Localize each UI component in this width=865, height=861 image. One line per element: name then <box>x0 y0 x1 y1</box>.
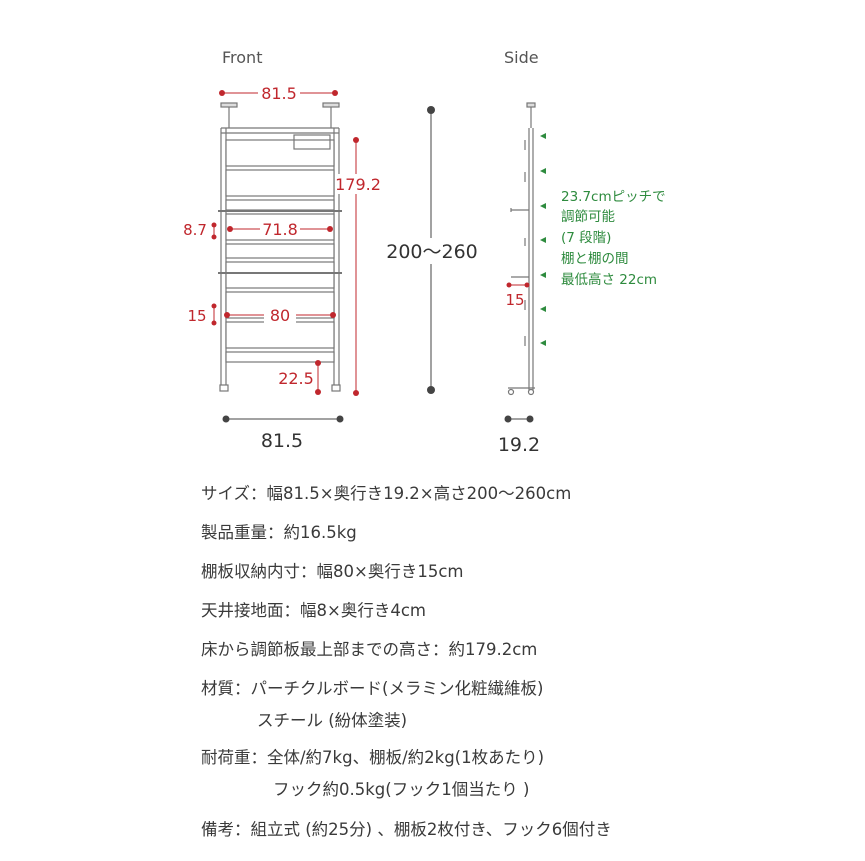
spec-weight: 製品重量：約16.5kg <box>201 523 357 542</box>
side-depth-label: 15 <box>505 291 524 309</box>
pitch-marker <box>540 237 546 243</box>
pitch-note-line: 23.7cmピッチで <box>561 189 666 205</box>
side-frame <box>507 102 536 396</box>
front-top-width-label: 81.5 <box>261 84 297 103</box>
pitch-note-line: (7 段階) <box>561 230 611 246</box>
front-top-width-dimension: 81.5 <box>219 83 338 103</box>
spec-load-cont: フック約0.5kg(フック1個当たり ) <box>273 780 530 799</box>
side-bottom-depth-dimension: 19.2 <box>498 415 540 456</box>
pitch-marker <box>540 203 546 209</box>
spec-notes: 備考：組立式 (約25分) 、棚板2枚付き、フック6個付き <box>201 820 612 839</box>
front-depth-dimension: 15 <box>187 303 217 326</box>
product-dimension-diagram: Front 81.5 <box>183 48 666 456</box>
pitch-note: 23.7cmピッチで 調節可能 (7 段階) 棚と棚の間 最低高さ 22cm <box>561 189 666 288</box>
spec-load: 耐荷重：全体/約7kg、棚板/約2kg(1枚あたり) <box>201 748 545 767</box>
side-title: Side <box>504 48 539 67</box>
front-bottom-gap-label: 22.5 <box>278 369 314 388</box>
front-bottom-width-dimension: 81.5 <box>222 415 344 452</box>
front-title: Front <box>222 48 262 67</box>
front-height-dimension: 179.2 <box>335 137 381 396</box>
spec-material-cont: スチール (紛体塗装) <box>257 711 408 730</box>
height-range-label: 200〜260 <box>386 241 478 263</box>
front-height-label: 179.2 <box>335 175 381 194</box>
pitch-marker <box>540 340 546 346</box>
front-frame <box>218 102 342 392</box>
spec-material: 材質：パーチクルボード(メラミン化粧繊維板) <box>201 679 544 698</box>
pitch-marker <box>540 306 546 312</box>
front-bottom-gap-dimension: 22.5 <box>278 360 321 395</box>
pitch-note-line: 棚と棚の間 <box>561 251 629 267</box>
front-depth-label: 15 <box>187 307 206 325</box>
front-bottom-width-label: 81.5 <box>261 430 303 452</box>
pitch-note-line: 調節可能 <box>561 209 615 225</box>
side-bottom-depth-label: 19.2 <box>498 434 540 456</box>
front-shelf-gap-dimension: 8.7 <box>183 221 217 240</box>
pitch-marker <box>540 272 546 278</box>
spec-shelf-inner: 棚板収納内寸：幅80×奥行き15cm <box>201 562 464 581</box>
spec-floor-height: 床から調節板最上部までの高さ：約179.2cm <box>201 640 538 659</box>
side-depth-dimension: 15 <box>505 282 530 309</box>
front-inner-width-label: 71.8 <box>262 220 298 239</box>
front-shelf-width-label: 80 <box>270 306 290 325</box>
pitch-marker <box>540 168 546 174</box>
spec-size: サイズ：幅81.5×奥行き19.2×高さ200〜260cm <box>201 484 572 503</box>
pitch-markers <box>540 133 546 346</box>
front-inner-width-dimension: 71.8 <box>227 219 333 239</box>
front-shelf-width-dimension: 80 <box>224 305 336 325</box>
front-shelf-gap-label: 8.7 <box>183 221 207 239</box>
total-height-range-dimension: 200〜260 <box>386 106 478 394</box>
pitch-note-line: 最低高さ 22cm <box>561 271 657 288</box>
pitch-marker <box>540 133 546 139</box>
spec-ceiling-contact: 天井接地面：幅8×奥行き4cm <box>201 601 426 620</box>
